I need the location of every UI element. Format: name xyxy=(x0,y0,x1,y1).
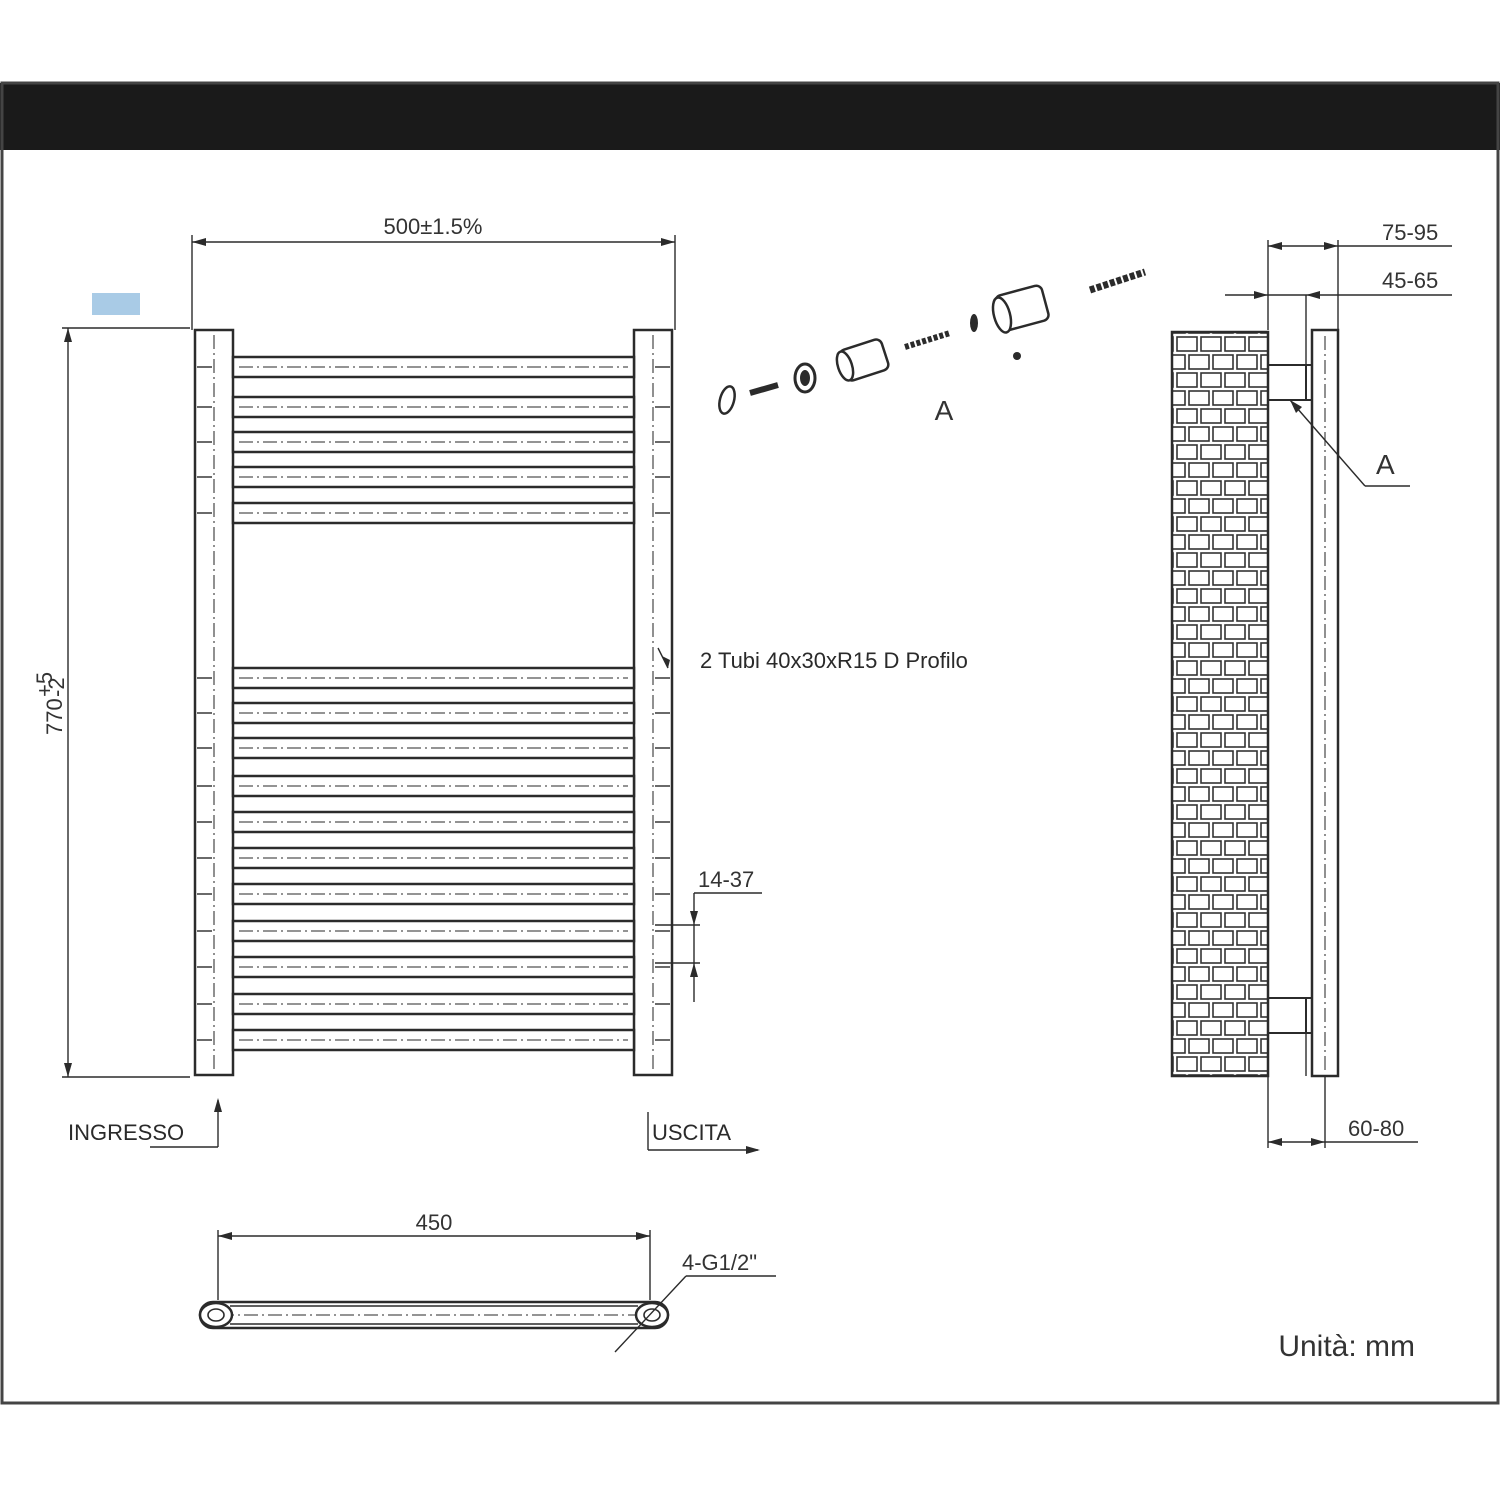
units-label: Unità: mm xyxy=(1278,1330,1415,1363)
drawing-frame xyxy=(0,81,1500,1405)
side-dimension-75-95: 75-95 xyxy=(1382,220,1438,245)
arrow-up-icon xyxy=(214,1098,222,1112)
bar-spacing-dimension: 14-37 xyxy=(698,867,754,892)
tube-note: 2 Tubi 40x30xR15 D Profilo xyxy=(700,648,968,673)
side-detail-a-label: A xyxy=(1376,449,1395,480)
detail-a-label: A xyxy=(935,395,954,426)
side-dimension-60-80: 60-80 xyxy=(1348,1116,1404,1141)
side-view: 75-95 45-65 A 60-80 xyxy=(1170,220,1452,1148)
header-bar xyxy=(0,83,1500,150)
heating-bars xyxy=(197,355,670,1052)
arrow-right-icon xyxy=(746,1146,760,1154)
inlet-label: INGRESSO xyxy=(68,1120,184,1145)
svg-text:+5: +5 xyxy=(32,672,57,697)
svg-text:770: 770 xyxy=(42,698,67,735)
svg-text:-2: -2 xyxy=(44,677,69,697)
connection-dimension: 4-G1/2" xyxy=(682,1250,757,1275)
height-dimension: 770 +5 -2 xyxy=(32,672,69,735)
brick-wall-icon xyxy=(1170,330,1270,1078)
bottom-width-dimension: 450 xyxy=(416,1210,453,1235)
front-view: 500±1.5% 770 +5 -2 2 Tubi 40x30xR15 D Pr… xyxy=(32,214,968,1154)
bottom-view: 450 4-G1/2" xyxy=(198,1210,776,1353)
inlet-marker xyxy=(92,293,140,315)
outlet-label: USCITA xyxy=(652,1120,731,1145)
width-dimension: 500±1.5% xyxy=(384,214,483,239)
side-dimension-45-65: 45-65 xyxy=(1382,268,1438,293)
bracket-detail-a: A xyxy=(718,268,1147,426)
